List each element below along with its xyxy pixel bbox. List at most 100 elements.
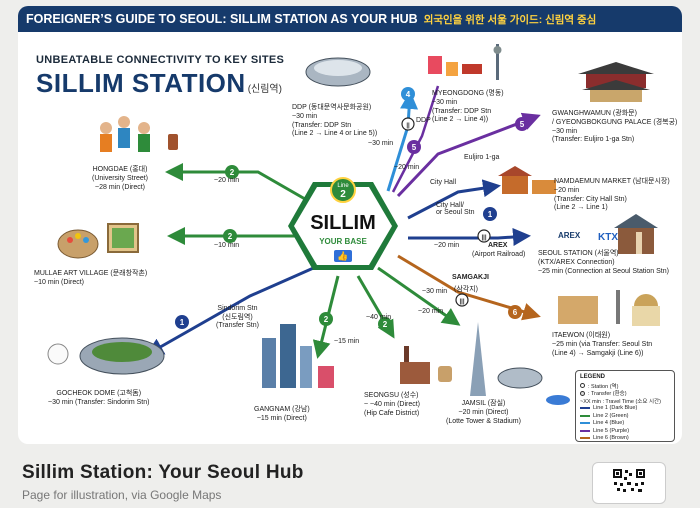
itaewon-icon	[558, 290, 660, 326]
palace-icon	[578, 62, 654, 102]
svg-text:2: 2	[383, 320, 388, 329]
marker-line5-gwanghwamun: 5	[515, 117, 529, 131]
legend-line2: Line 2 (Green)	[580, 412, 670, 420]
svg-text:2: 2	[228, 232, 233, 241]
marker-line2-seongsu: 2	[378, 317, 392, 331]
hub-line-num: 2	[340, 189, 346, 200]
marker-line4-ddp: 4	[401, 87, 415, 101]
route-jamsil	[377, 266, 461, 326]
myeongdong-icon	[428, 44, 502, 80]
marker-line6-itaewon: 6	[508, 305, 522, 319]
transfer-dot-icon	[580, 390, 585, 396]
svg-text:4: 4	[406, 90, 411, 99]
svg-text:||: ||	[406, 123, 410, 129]
place-gwanghwamun: GWANGHWAMUN (광화문) / GYEONGBOKGUNG PALACE…	[552, 110, 678, 144]
legend-line4-text: Line 4 (Blue)	[593, 420, 625, 427]
svg-text:|||: |||	[481, 235, 486, 241]
seoul-station-icon	[614, 214, 658, 254]
route-map: 2 2 1 2 2 6 1 4 5 5 || ||| ||| Line 2 SI…	[47, 44, 660, 405]
place-seongsu: SEONGSU (성수) ~ ~40 min (Direct) (Hip Caf…	[364, 392, 421, 417]
legend-line2-text: Line 2 (Green)	[593, 412, 629, 419]
dome-icon	[47, 337, 165, 375]
place-mullae: MULLAE ART VILLAGE (문래창작촌) ~10 min (Dire…	[34, 270, 148, 286]
station-dot-icon	[580, 383, 585, 389]
transfer-samgakji-ko: (삼각지)	[454, 286, 478, 293]
illustrations: AREX KTX	[47, 44, 660, 405]
line2-swatch	[580, 414, 590, 417]
svg-text:6: 6	[513, 308, 518, 317]
place-itaewon: ITAEWON (이태원) ~25 min (via Transfer: Seo…	[552, 332, 653, 357]
station-title-text: SILLIM STATION	[36, 68, 246, 98]
time-seongsu: ~40 min	[366, 314, 392, 321]
headline: UNBEATABLE CONNECTIVITY TO KEY SITES	[36, 54, 285, 66]
legend-line6: Line 6 (Brown)	[580, 435, 670, 443]
svg-text:1: 1	[488, 210, 493, 219]
legend-line5-text: Line 5 (Purple)	[593, 427, 630, 434]
route-gocheok	[145, 264, 319, 356]
marker-line2-hongdae: 2	[225, 165, 239, 179]
footer-subtitle: Page for illustration, via Google Maps	[22, 488, 222, 502]
transfer-euljiro: Euljiro 1-ga	[464, 154, 500, 161]
line-markers: 2 2 1 2 2 6 1 4 5 5 || ||| |||	[175, 87, 529, 331]
transfer-icon-ddp: ||	[401, 117, 415, 131]
banner-title: FOREIGNER’S GUIDE TO SEOUL: SILLIM STATI…	[26, 12, 418, 26]
time-cityhall: ~20 min	[394, 164, 420, 171]
legend: LEGEND : Station (역) : Transfer (환승) ~XX…	[575, 370, 675, 442]
place-gocheok: GOCHEOK DOME (고척돔) ~30 min (Transfer: Si…	[48, 390, 150, 406]
lotte-tower-icon	[470, 322, 570, 405]
svg-text:5: 5	[412, 143, 417, 152]
station-title: SILLIM STATION(신림역)	[36, 68, 282, 99]
place-hongdae: HONGDAE (홍대) (University Street) ~28 min…	[92, 166, 149, 191]
infographic-card: FOREIGNER’S GUIDE TO SEOUL: SILLIM STATI…	[18, 6, 682, 444]
marker-line2-gangnam: 2	[319, 312, 333, 326]
line1-swatch	[580, 407, 590, 410]
thumbs-up-icon: 👍	[337, 250, 348, 261]
svg-text:1: 1	[180, 318, 185, 327]
marker-line2-mullae: 2	[223, 229, 237, 243]
line5-swatch	[580, 429, 590, 432]
ktx-logo: KTX	[598, 232, 618, 243]
legend-line5: Line 5 (Purple)	[580, 427, 670, 435]
marker-line5-ddp: 5	[407, 140, 421, 154]
route-gwanghwamun	[396, 112, 541, 198]
legend-transfer-text: : Transfer (환승)	[588, 391, 627, 398]
legend-travel-text: ~XX min : Travel Time (소요 시간)	[580, 398, 661, 405]
transfer-samgakji: SAMGAKJI	[452, 274, 489, 281]
ddp-building-icon	[305, 57, 371, 87]
svg-text:2: 2	[230, 168, 235, 177]
svg-text:5: 5	[520, 120, 525, 129]
legend-line6-text: Line 6 (Brown)	[593, 435, 629, 442]
legend-station-text: : Station (역)	[588, 383, 619, 390]
hub-tagline: YOUR BASE	[319, 237, 367, 246]
hub-line-word: Line	[337, 183, 349, 189]
place-gangnam: GANGNAM (강남) ~15 min (Direct)	[254, 406, 310, 422]
arex-logo: AREX	[558, 231, 581, 240]
legend-station: : Station (역)	[580, 382, 670, 390]
title-banner: FOREIGNER’S GUIDE TO SEOUL: SILLIM STATI…	[18, 6, 682, 32]
transfer-ddp: DDP	[416, 117, 431, 124]
time-ddp: ~30 min	[368, 140, 394, 147]
route-namdaemun	[407, 179, 501, 220]
art-palette-icon	[57, 223, 139, 259]
qr-code-icon[interactable]	[592, 462, 666, 504]
hub-name: SILLIM	[310, 212, 376, 234]
transfer-icon-samgakji: |||	[455, 293, 469, 307]
line4-swatch	[580, 422, 590, 425]
station-title-ko: (신림역)	[247, 84, 282, 95]
place-myeongdong: MYEONGDONG (명동) ~30 min (Transfer: DDP S…	[432, 90, 504, 124]
place-ddp: DDP (동대문역사문화공원) ~30 min (Transfer: DDP S…	[292, 104, 378, 138]
footer-title: Sillim Station: Your Seoul Hub	[22, 462, 304, 483]
place-seoul-station: SEOUL STATION (서울역) (KTX/AREX Connection…	[538, 250, 669, 275]
legend-line4: Line 4 (Blue)	[580, 420, 670, 428]
musicians-icon	[100, 116, 178, 152]
legend-title: LEGEND	[580, 374, 606, 380]
legend-transfer: : Transfer (환승)	[580, 390, 670, 398]
legend-line1-text: Line 1 (Dark Blue)	[593, 405, 638, 412]
legend-travel: ~XX min : Travel Time (소요 시간)	[580, 397, 670, 405]
time-mullae: ~10 min	[214, 242, 240, 249]
route-myeongdong	[391, 85, 440, 193]
svg-text:2: 2	[324, 315, 329, 324]
place-namdaemun: NAMDAEMUN MARKET (남대문시장) ~20 min (Transf…	[554, 178, 670, 212]
time-arex: ~20 min	[434, 242, 460, 249]
market-icon	[498, 166, 556, 194]
